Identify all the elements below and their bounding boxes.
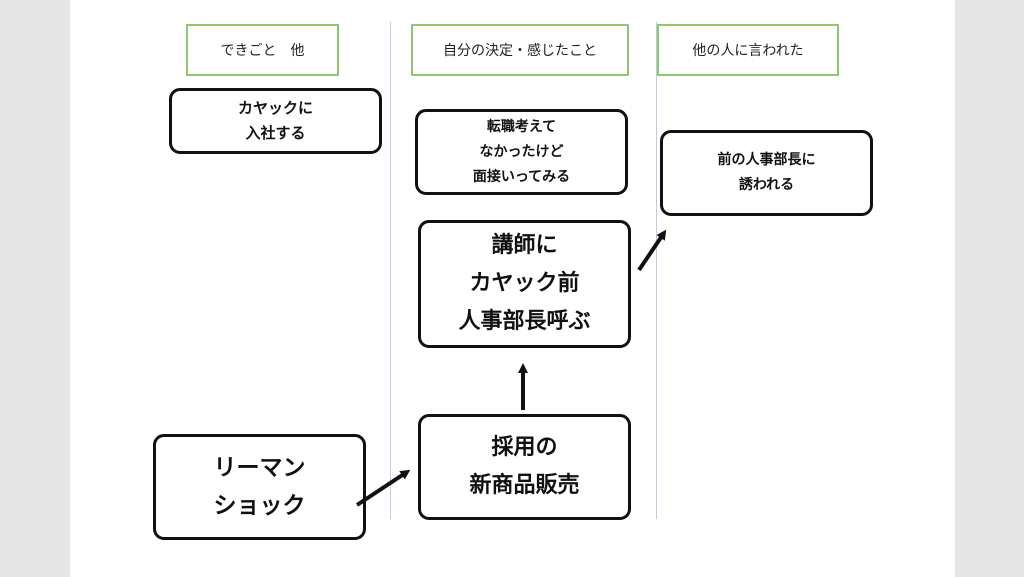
node-recruit-product[interactable]: 採用の 新商品販売 xyxy=(418,414,631,520)
node-text-line: 採用の xyxy=(491,435,558,460)
node-invite-lecturer[interactable]: 講師に カヤック前 人事部長呼ぶ xyxy=(418,220,631,348)
column-header-own-decisions: 自分の決定・感じたこと xyxy=(411,24,629,76)
node-text-line: 人事部長呼ぶ xyxy=(458,309,591,334)
node-text-line: 転職考えて xyxy=(486,118,557,135)
node-text-line: 新商品販売 xyxy=(469,473,580,498)
node-text-line: リーマン xyxy=(213,455,306,481)
node-text-line: 講師に xyxy=(491,233,558,258)
node-text-line: カヤックに xyxy=(237,99,313,117)
node-text-line: カヤック前 xyxy=(469,271,580,296)
node-text-line: 前の人事部長に xyxy=(717,152,816,168)
column-header-told-by-others: 他の人に言われた xyxy=(657,24,839,76)
column-divider-right xyxy=(656,22,657,519)
column-divider-left xyxy=(390,22,391,519)
node-lehman-shock[interactable]: リーマン ショック xyxy=(153,434,366,540)
node-text-line: ショック xyxy=(213,493,306,519)
node-join-kayak[interactable]: カヤックに 入社する xyxy=(169,88,382,154)
node-invited-by-former-hr[interactable]: 前の人事部長に 誘われる xyxy=(660,130,873,216)
node-job-change-interview[interactable]: 転職考えて なかったけど 面接いってみる xyxy=(415,109,628,195)
node-text-line: 面接いってみる xyxy=(472,168,571,185)
node-text-line: 誘われる xyxy=(738,177,795,193)
column-header-events: できごと 他 xyxy=(186,24,339,76)
node-text-line: 入社する xyxy=(245,124,306,142)
node-text-line: なかったけど xyxy=(479,143,564,160)
